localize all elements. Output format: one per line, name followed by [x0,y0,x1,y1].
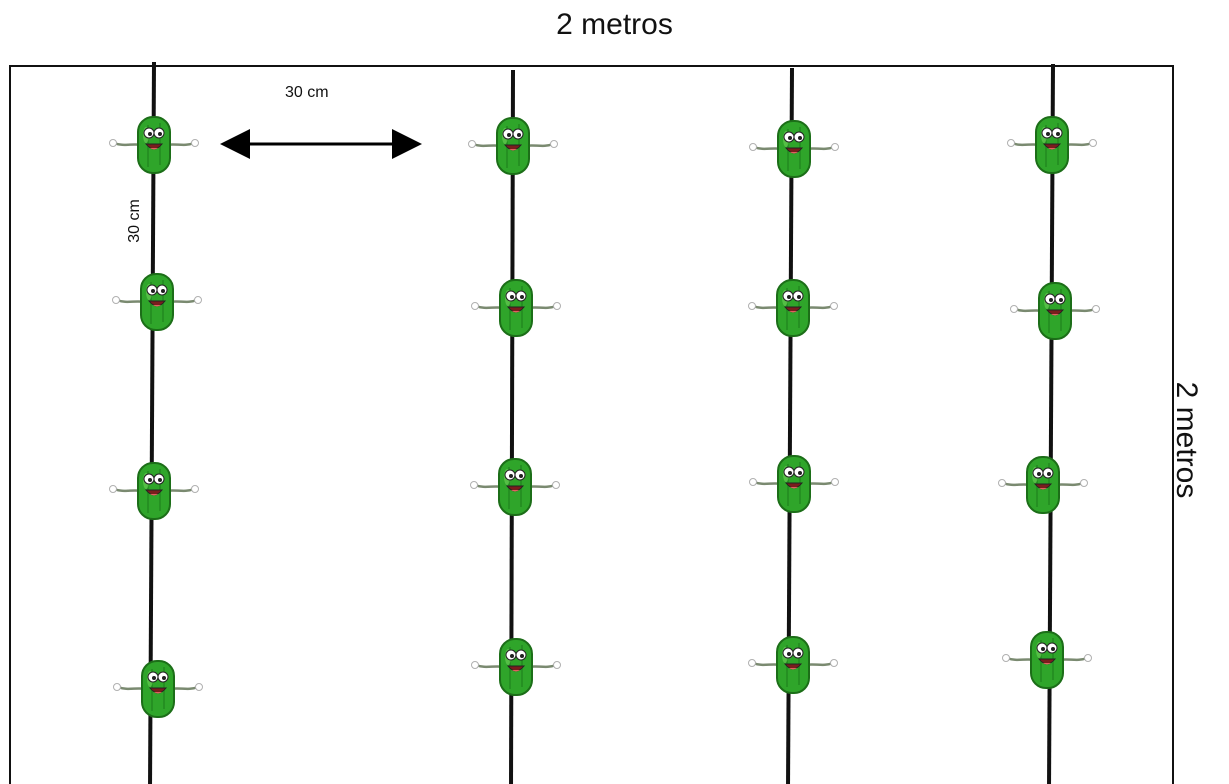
row-spacing-label: 30 cm [285,84,329,101]
cucumber-icon [467,116,559,176]
plant-spacing-label: 30 cm [126,199,143,243]
plants [108,115,1101,719]
cucumber-icon [748,119,840,179]
cucumber-icon [470,278,562,338]
plot-width-label: 2 metros [556,8,673,41]
cucumber-icon [997,455,1089,515]
cucumber-icon [469,457,561,517]
cucumber-icon [470,637,562,697]
cucumber-icon [112,659,204,719]
cucumber-icon [748,454,840,514]
cucumber-icon [108,115,200,175]
cucumber-icon [1009,281,1101,341]
trellis-lines [148,61,1055,784]
cucumber-icon [1006,115,1098,175]
cucumber-icon [747,635,839,695]
cucumber-icon [108,461,200,521]
plot-boundary [9,65,1174,784]
cucumber-icon [747,278,839,338]
cucumber-icon [1001,630,1093,690]
cucumber-icon [111,272,203,332]
plot-height-label: 2 metros [1170,381,1203,499]
